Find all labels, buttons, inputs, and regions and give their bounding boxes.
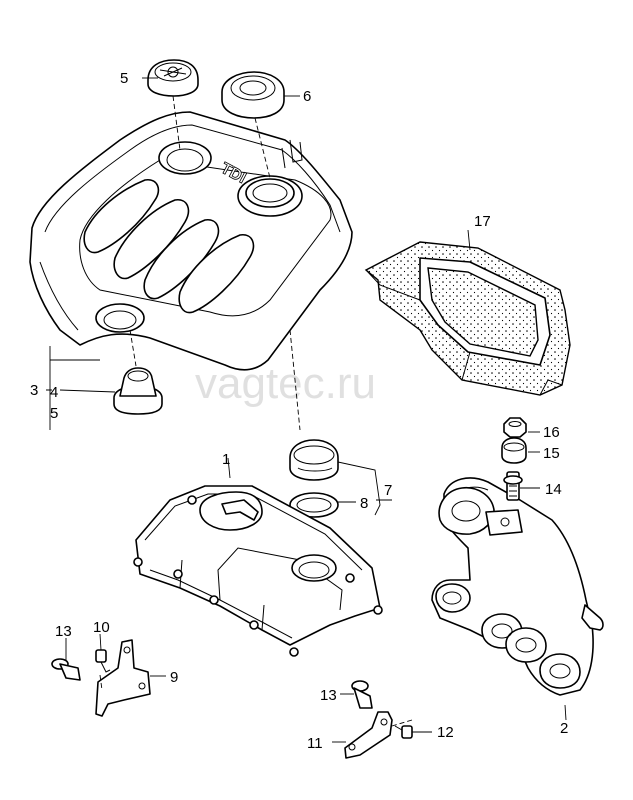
intake-manifold-2[interactable] <box>431 477 604 696</box>
callout-10: 10 <box>93 619 110 636</box>
nut-16[interactable] <box>503 417 527 438</box>
grommet-4[interactable] <box>113 367 163 415</box>
rubber-grommet-15[interactable] <box>501 437 527 464</box>
engine-cover[interactable]: TDI <box>29 111 353 371</box>
stud-bolt-14[interactable] <box>503 471 523 501</box>
callout-4: 4 <box>50 384 58 401</box>
callout-13-left: 13 <box>55 623 72 640</box>
callout-8: 8 <box>360 495 368 512</box>
bolt-10[interactable] <box>95 649 111 673</box>
seal-ring-8[interactable] <box>289 492 339 518</box>
bolt-12[interactable] <box>394 725 413 739</box>
callout-17: 17 <box>474 213 491 230</box>
callout-12: 12 <box>437 724 454 741</box>
cap-5[interactable] <box>147 59 199 97</box>
callout-15: 15 <box>543 445 560 462</box>
callout-7: 7 <box>384 482 392 499</box>
grommet-6-detached[interactable] <box>221 71 285 119</box>
callout-labels: 5 6 17 3 4 5 1 7 8 16 15 14 2 13 10 9 13… <box>30 70 568 752</box>
callout-16: 16 <box>543 424 560 441</box>
leader-lines <box>46 77 567 743</box>
oil-filler-cap-7[interactable] <box>289 439 339 481</box>
callout-5-top: 5 <box>120 70 128 87</box>
cylinder-head-cover-1[interactable] <box>133 485 383 657</box>
callout-2: 2 <box>560 720 568 737</box>
bracket-11[interactable] <box>344 711 393 759</box>
grommet-6[interactable] <box>237 175 303 217</box>
callout-6: 6 <box>303 88 311 105</box>
callout-14: 14 <box>545 481 562 498</box>
callout-11: 11 <box>307 735 323 752</box>
callout-1: 1 <box>222 451 230 468</box>
callout-9: 9 <box>170 669 178 686</box>
callout-3: 3 <box>30 382 38 399</box>
callout-5-bottom: 5 <box>50 405 58 422</box>
bracket-9[interactable] <box>95 639 151 717</box>
fixing-pin-13-bottom[interactable] <box>351 680 373 709</box>
fixing-pin-13-left[interactable] <box>51 658 81 681</box>
watermark-text: vagtec.ru <box>195 359 376 408</box>
insulation-tray-17[interactable] <box>364 241 571 396</box>
callout-13-bottom: 13 <box>320 687 337 704</box>
